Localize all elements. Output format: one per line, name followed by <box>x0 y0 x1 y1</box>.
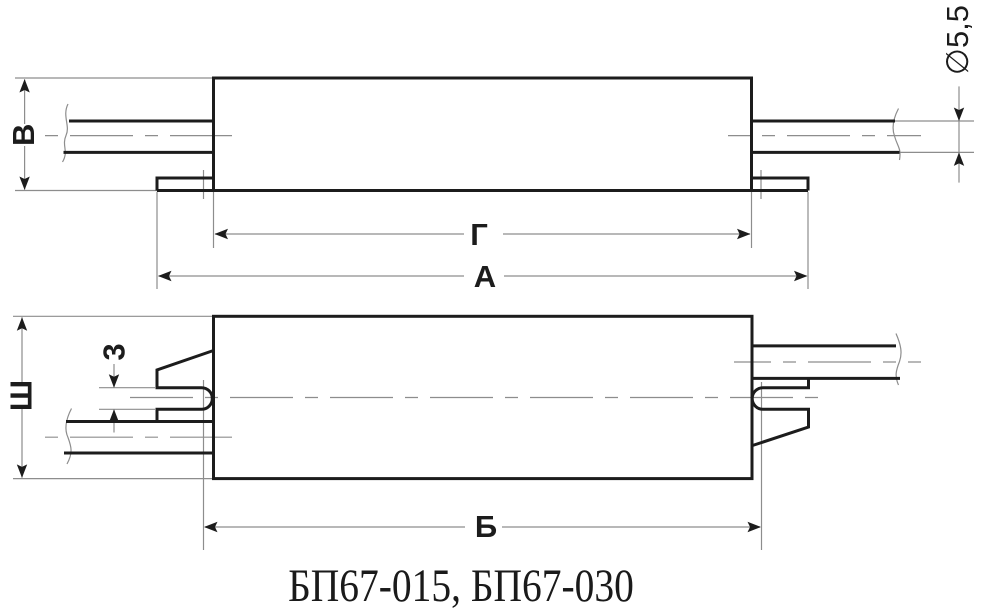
svg-text:3: 3 <box>96 343 131 360</box>
svg-text:∅5,5: ∅5,5 <box>940 5 975 75</box>
svg-text:А: А <box>474 259 496 294</box>
svg-text:В: В <box>6 124 41 146</box>
svg-text:Б: Б <box>475 509 497 544</box>
svg-text:Ш: Ш <box>4 380 39 411</box>
svg-text:БП67-015, БП67-030: БП67-015, БП67-030 <box>288 560 634 612</box>
svg-text:Г: Г <box>470 217 488 252</box>
